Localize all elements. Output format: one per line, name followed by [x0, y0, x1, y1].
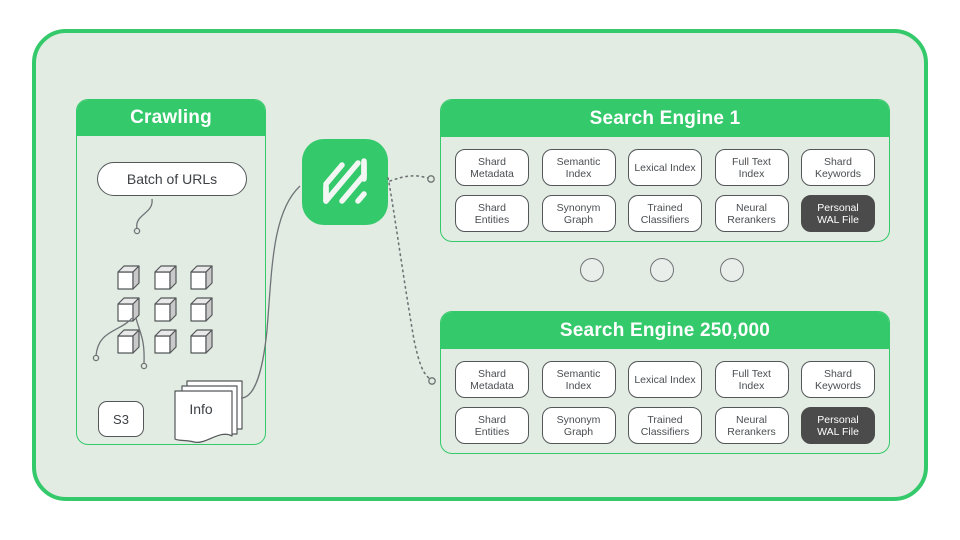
chip-shard-entities[interactable]: Shard Entities [455, 195, 529, 232]
crawling-panel: Crawling Batch of URLs [76, 99, 266, 445]
chip-row: Shard Metadata Semantic Index Lexical In… [455, 149, 875, 186]
cube-icon [152, 327, 186, 357]
s3-storage-node[interactable]: S3 [98, 401, 144, 437]
ellipsis-circle-icon [580, 258, 604, 282]
cube-icon [152, 295, 186, 325]
search-engine-250000-title: Search Engine 250,000 [441, 312, 889, 349]
chip-trained-classifiers[interactable]: Trained Classifiers [628, 407, 702, 444]
chip-shard-entities[interactable]: Shard Entities [455, 407, 529, 444]
ellipsis-circle-icon [720, 258, 744, 282]
chip-semantic-index[interactable]: Semantic Index [541, 361, 616, 398]
cube-icon [152, 263, 186, 293]
chip-shard-keywords[interactable]: Shard Keywords [801, 361, 875, 398]
search-engine-1-panel: Search Engine 1 Shard Metadata Semantic … [440, 99, 890, 242]
chip-personal-wal-file[interactable]: Personal WAL File [801, 407, 875, 444]
chip-synonym-graph[interactable]: Synonym Graph [541, 407, 616, 444]
batch-of-urls-node[interactable]: Batch of URLs [97, 162, 247, 196]
search-engine-1-title: Search Engine 1 [441, 100, 889, 137]
batch-of-urls-label: Batch of URLs [126, 171, 218, 187]
more-engines-ellipsis [575, 258, 750, 284]
crawling-panel-title: Crawling [77, 100, 265, 136]
chip-shard-metadata[interactable]: Shard Metadata [455, 361, 529, 398]
chip-neural-rerankers[interactable]: Neural Rerankers [714, 407, 789, 444]
s3-storage-label: S3 [113, 411, 129, 427]
cube-icon [188, 327, 222, 357]
chip-shard-keywords[interactable]: Shard Keywords [801, 149, 875, 186]
search-engine-250000-panel: Search Engine 250,000 Shard Metadata Sem… [440, 311, 890, 454]
chip-synonym-graph[interactable]: Synonym Graph [541, 195, 616, 232]
chip-full-text-index[interactable]: Full Text Index [714, 149, 789, 186]
cube-icon [188, 295, 222, 325]
chip-semantic-index[interactable]: Semantic Index [541, 149, 616, 186]
chip-personal-wal-file[interactable]: Personal WAL File [801, 195, 875, 232]
cube-icon [115, 295, 149, 325]
chip-trained-classifiers[interactable]: Trained Classifiers [628, 195, 702, 232]
striped-diagonal-logo-icon [302, 139, 388, 225]
chip-lexical-index[interactable]: Lexical Index [628, 149, 702, 186]
info-documents-node[interactable]: Info [170, 379, 248, 444]
info-documents-label: Info [189, 401, 213, 417]
chip-lexical-index[interactable]: Lexical Index [628, 361, 702, 398]
search-engine-1-body: Shard Metadata Semantic Index Lexical In… [441, 137, 889, 241]
chip-neural-rerankers[interactable]: Neural Rerankers [714, 195, 789, 232]
chip-row: Shard Metadata Semantic Index Lexical In… [455, 361, 875, 398]
search-engine-250000-body: Shard Metadata Semantic Index Lexical In… [441, 349, 889, 453]
cube-grid [115, 263, 225, 359]
cube-icon [115, 263, 149, 293]
chip-full-text-index[interactable]: Full Text Index [714, 361, 789, 398]
chip-row: Shard Entities Synonym Graph Trained Cla… [455, 195, 875, 232]
chip-row: Shard Entities Synonym Graph Trained Cla… [455, 407, 875, 444]
cube-icon [188, 263, 222, 293]
chip-shard-metadata[interactable]: Shard Metadata [455, 149, 529, 186]
cube-icon [115, 327, 149, 357]
ellipsis-circle-icon [650, 258, 674, 282]
crawling-panel-body: Batch of URLs [77, 136, 265, 444]
